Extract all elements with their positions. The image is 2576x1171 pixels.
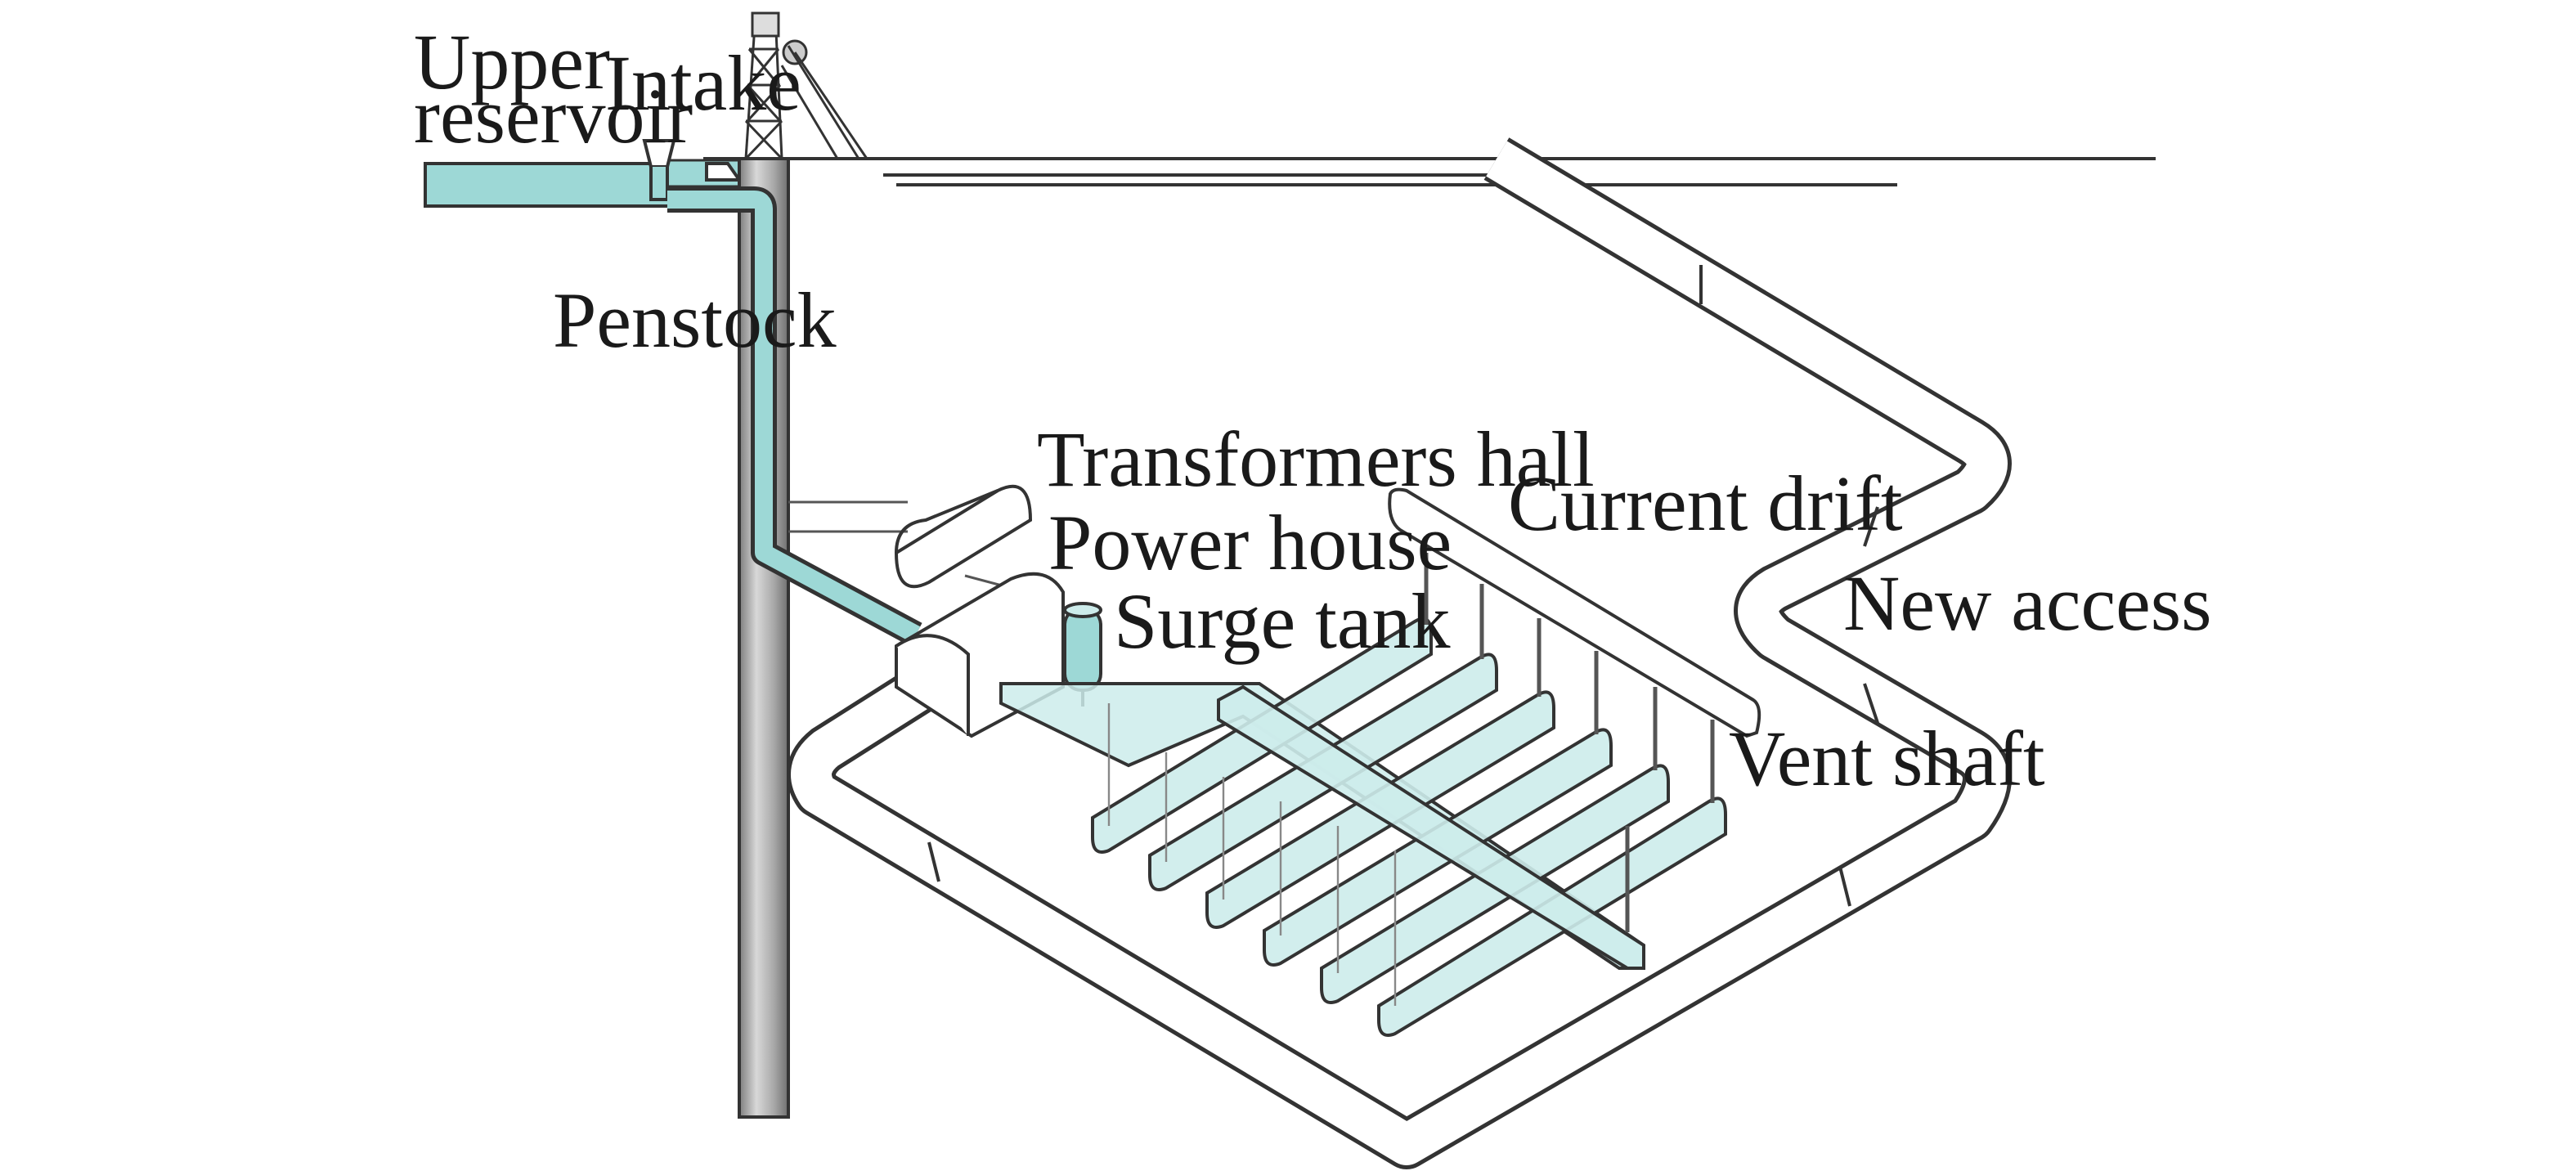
- label-upper-reservoir-line1: Upper: [414, 18, 610, 105]
- penstock-pipe: [667, 186, 922, 647]
- label-intake: Intake: [605, 39, 801, 127]
- intake-structure: [642, 139, 743, 201]
- label-transformers-hall: Transformers hall: [1037, 415, 1595, 503]
- new-access-ramp: [787, 137, 2012, 1169]
- label-new-access: New access: [1843, 559, 2211, 647]
- ground-surface: [703, 157, 2156, 186]
- labels: Upper reservoir Intake Penstock Transfor…: [414, 18, 2211, 802]
- label-current-drift: Current drift: [1508, 460, 1903, 547]
- label-surge-tank: Surge tank: [1114, 577, 1451, 665]
- raise-lines: [1107, 703, 1397, 1006]
- transformers-hall: [894, 484, 1033, 589]
- mine-drifts: [1091, 617, 1727, 1037]
- surge-tank: [1063, 602, 1102, 707]
- label-power-house: Power house: [1048, 499, 1452, 586]
- current-drift: [1388, 487, 1761, 738]
- label-upper-reservoir-line2: reservoir: [414, 72, 693, 159]
- vent-shafts: [1424, 553, 1715, 932]
- label-penstock: Penstock: [553, 276, 837, 364]
- headframe: [744, 11, 868, 160]
- label-vent-shaft: Vent shaft: [1729, 715, 2045, 802]
